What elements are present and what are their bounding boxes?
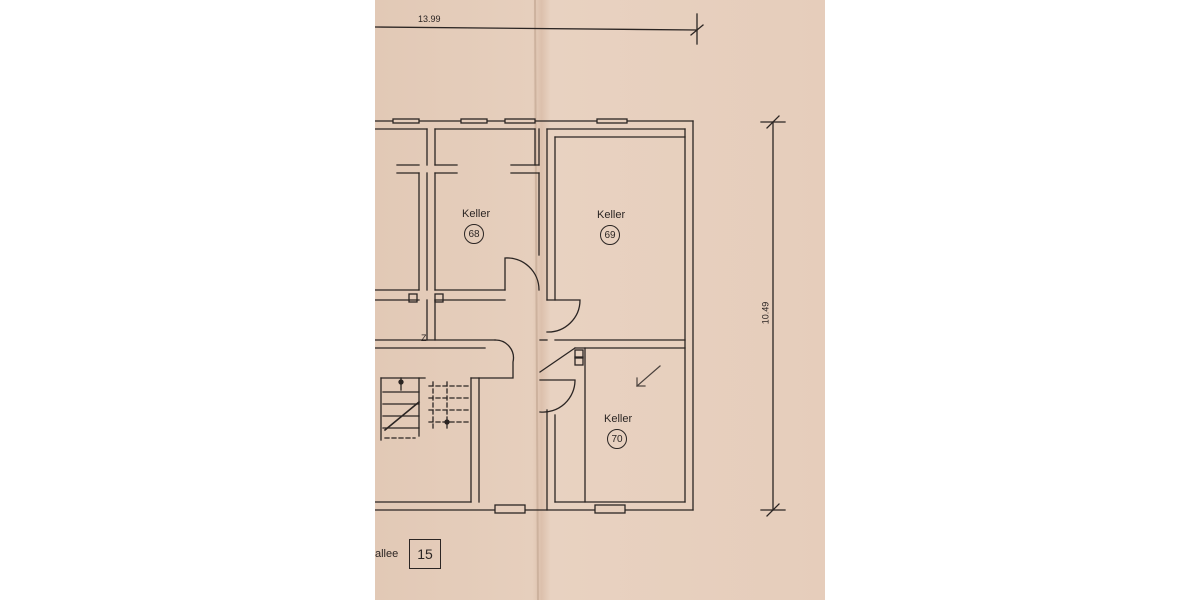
room-label-70: Keller — [604, 413, 633, 425]
room-keller-69-walls — [546, 128, 686, 349]
outer-walls — [375, 118, 694, 514]
pencil-arrow — [636, 365, 661, 387]
stair-marker: Z — [421, 333, 427, 343]
room-number-68: 68 — [464, 224, 484, 244]
top-dimension-line — [375, 13, 704, 45]
room-number-70: 70 — [607, 429, 627, 449]
house-number-text: 15 — [417, 546, 433, 562]
room-number-69: 69 — [600, 225, 620, 245]
room-keller-70-walls — [539, 339, 686, 511]
room-left-partial — [375, 164, 428, 301]
room-label-68: Keller — [462, 208, 491, 220]
room-number-70-text: 70 — [611, 433, 623, 445]
paper-fold — [533, 0, 540, 600]
room-number-68-text: 68 — [468, 228, 480, 240]
street-name-fragment: allee — [375, 548, 399, 560]
right-dimension-line — [760, 115, 786, 517]
pillars — [408, 293, 584, 366]
width-dimension-label: 13.99 — [418, 14, 441, 24]
floor-plan — [375, 0, 786, 600]
room-number-69-text: 69 — [604, 229, 616, 241]
height-dimension-label: 10.49 — [760, 301, 771, 325]
house-number-box: 15 — [409, 539, 441, 569]
stairwell — [375, 299, 515, 503]
room-keller-68-walls — [434, 128, 548, 301]
room-label-69: Keller — [597, 209, 626, 221]
